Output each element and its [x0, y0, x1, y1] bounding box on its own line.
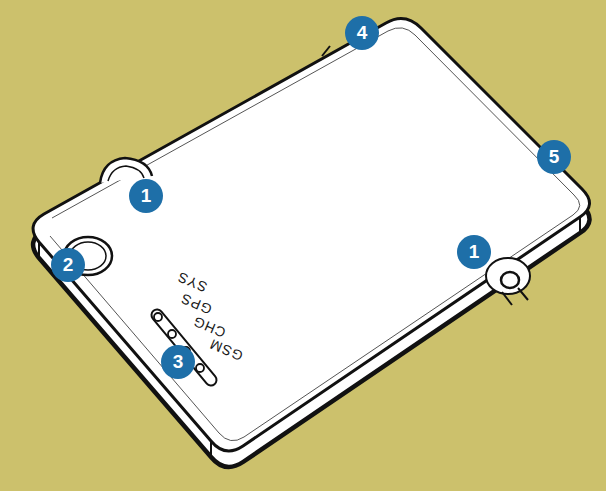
led	[196, 364, 204, 372]
mount-notch-inner	[108, 166, 144, 181]
callout-number: 2	[51, 248, 85, 282]
mount-slot	[502, 288, 528, 305]
led-label: SYS	[175, 269, 209, 294]
led	[168, 330, 176, 338]
mount-ring	[486, 258, 530, 294]
led-label: GPS	[178, 291, 213, 317]
led-label: GSM	[207, 337, 245, 364]
device-top	[33, 19, 589, 451]
mount-hole	[501, 272, 519, 288]
callout-number: 1	[457, 235, 491, 269]
edge-mark	[322, 46, 330, 56]
led	[154, 313, 162, 321]
led-label: CHG	[191, 314, 228, 340]
callout-number: 1	[129, 179, 163, 213]
callout-number: 5	[537, 140, 571, 174]
callout-number: 4	[345, 16, 379, 50]
callout-number: 3	[161, 345, 195, 379]
top-bevel	[50, 28, 580, 441]
